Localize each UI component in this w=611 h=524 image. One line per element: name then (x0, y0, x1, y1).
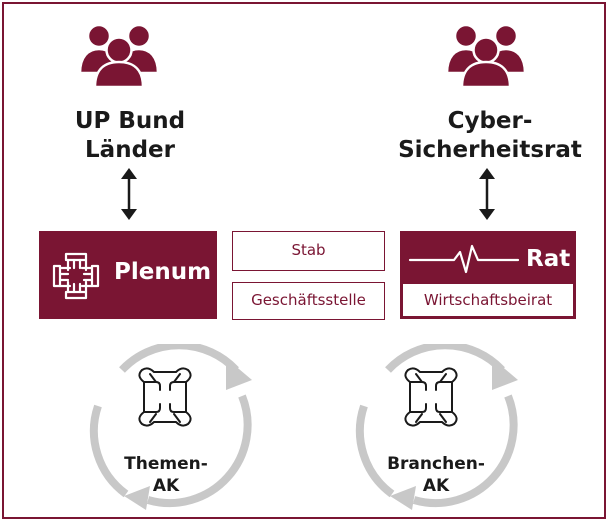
geschaeftsstelle-label: Geschäftsstelle (251, 291, 366, 309)
double-arrow-icon (120, 168, 138, 220)
plenum-box: Plenum (39, 231, 217, 319)
knot-icon (400, 366, 462, 430)
themen-ak-label: Themen- AK (124, 454, 208, 496)
heartbeat-line-icon (408, 243, 520, 277)
rat-label: Rat (526, 246, 571, 272)
stab-label: Stab (291, 241, 326, 259)
themen-ak-cycle (86, 344, 266, 512)
plenum-label: Plenum (114, 259, 212, 285)
knot-icon (134, 366, 196, 430)
people-group-icon (445, 23, 527, 87)
up-bund-laender-heading: UP Bund Länder (74, 108, 186, 163)
diagram-frame (2, 2, 606, 519)
stab-box: Stab (232, 231, 385, 271)
branchen-ak-label: Branchen- AK (387, 454, 485, 496)
wirtschaftsbeirat-box: Wirtschaftsbeirat (403, 284, 573, 316)
wirtschaftsbeirat-label: Wirtschaftsbeirat (423, 291, 553, 309)
joined-hands-icon (48, 248, 104, 304)
cyber-sicherheitsrat-heading: Cyber- Sicherheitsrat (398, 108, 582, 163)
people-group-icon (78, 23, 160, 87)
branchen-ak-cycle (352, 344, 532, 512)
geschaeftsstelle-box: Geschäftsstelle (232, 282, 385, 320)
rat-box: Rat Wirtschaftsbeirat (400, 231, 576, 319)
double-arrow-icon (478, 168, 496, 220)
